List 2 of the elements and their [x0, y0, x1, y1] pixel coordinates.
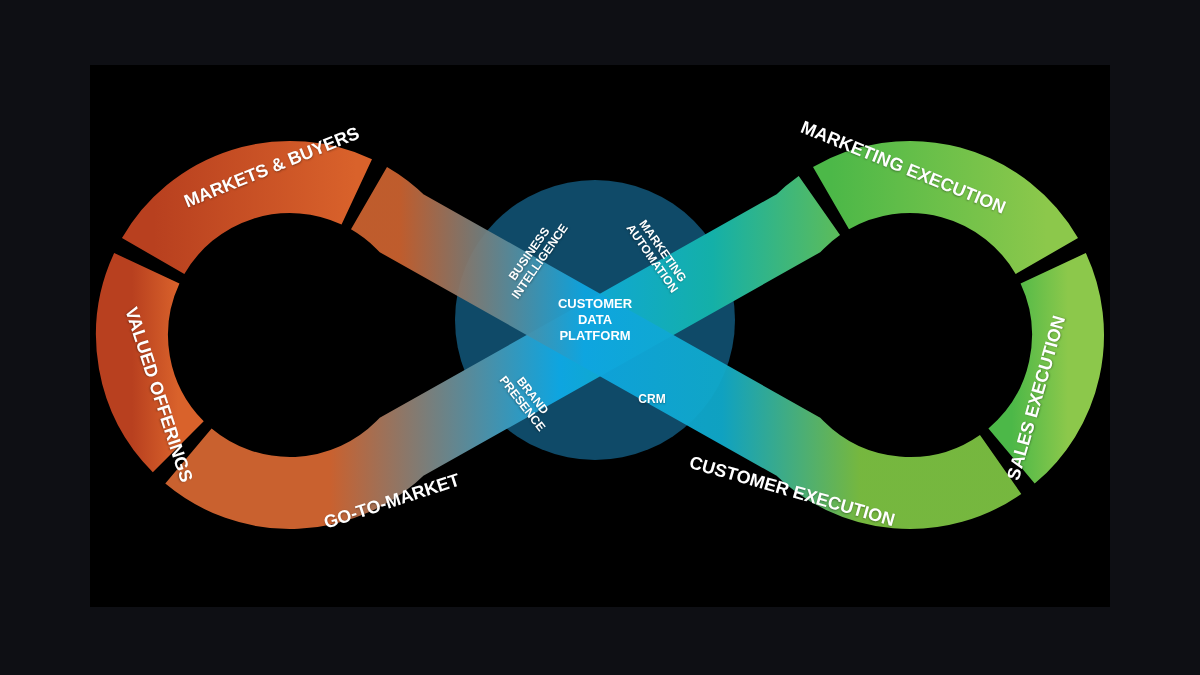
hub-title: CUSTOMER DATA PLATFORM [557, 295, 634, 345]
band-label: CRM [637, 393, 667, 407]
